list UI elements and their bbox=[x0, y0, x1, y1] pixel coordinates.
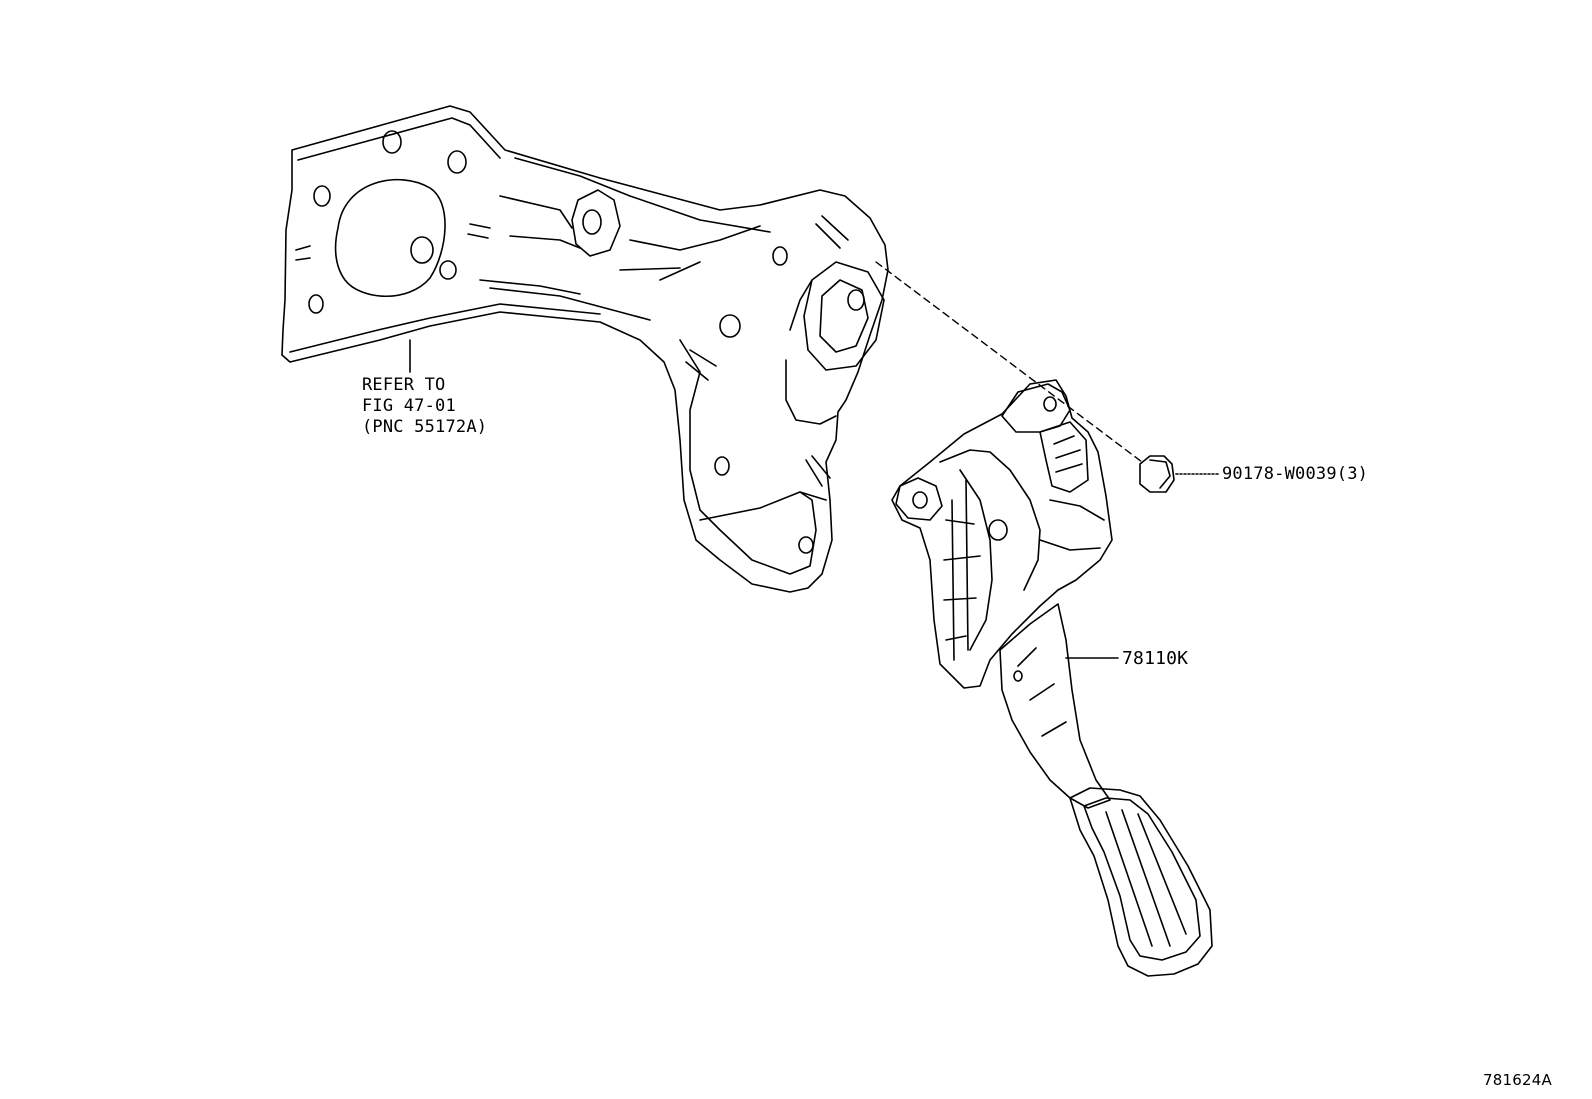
pedal-bracket bbox=[281, 105, 889, 593]
accelerator-pedal bbox=[891, 379, 1213, 977]
part-number-nut: 90178-W0039(3) bbox=[1222, 464, 1369, 484]
nut bbox=[1139, 455, 1175, 493]
refer-note-line1: REFER TO bbox=[362, 375, 446, 395]
part-number-pedal: 78110K bbox=[1122, 648, 1189, 669]
refer-note-line2: FIG 47-01 bbox=[362, 396, 456, 416]
figure-id: 781624A bbox=[1483, 1071, 1552, 1089]
refer-note-line3: (PNC 55172A) bbox=[362, 417, 488, 437]
refer-note: REFER TO FIG 47-01 (PNC 55172A) bbox=[362, 375, 487, 438]
mounting-dashed-line bbox=[875, 261, 1143, 463]
